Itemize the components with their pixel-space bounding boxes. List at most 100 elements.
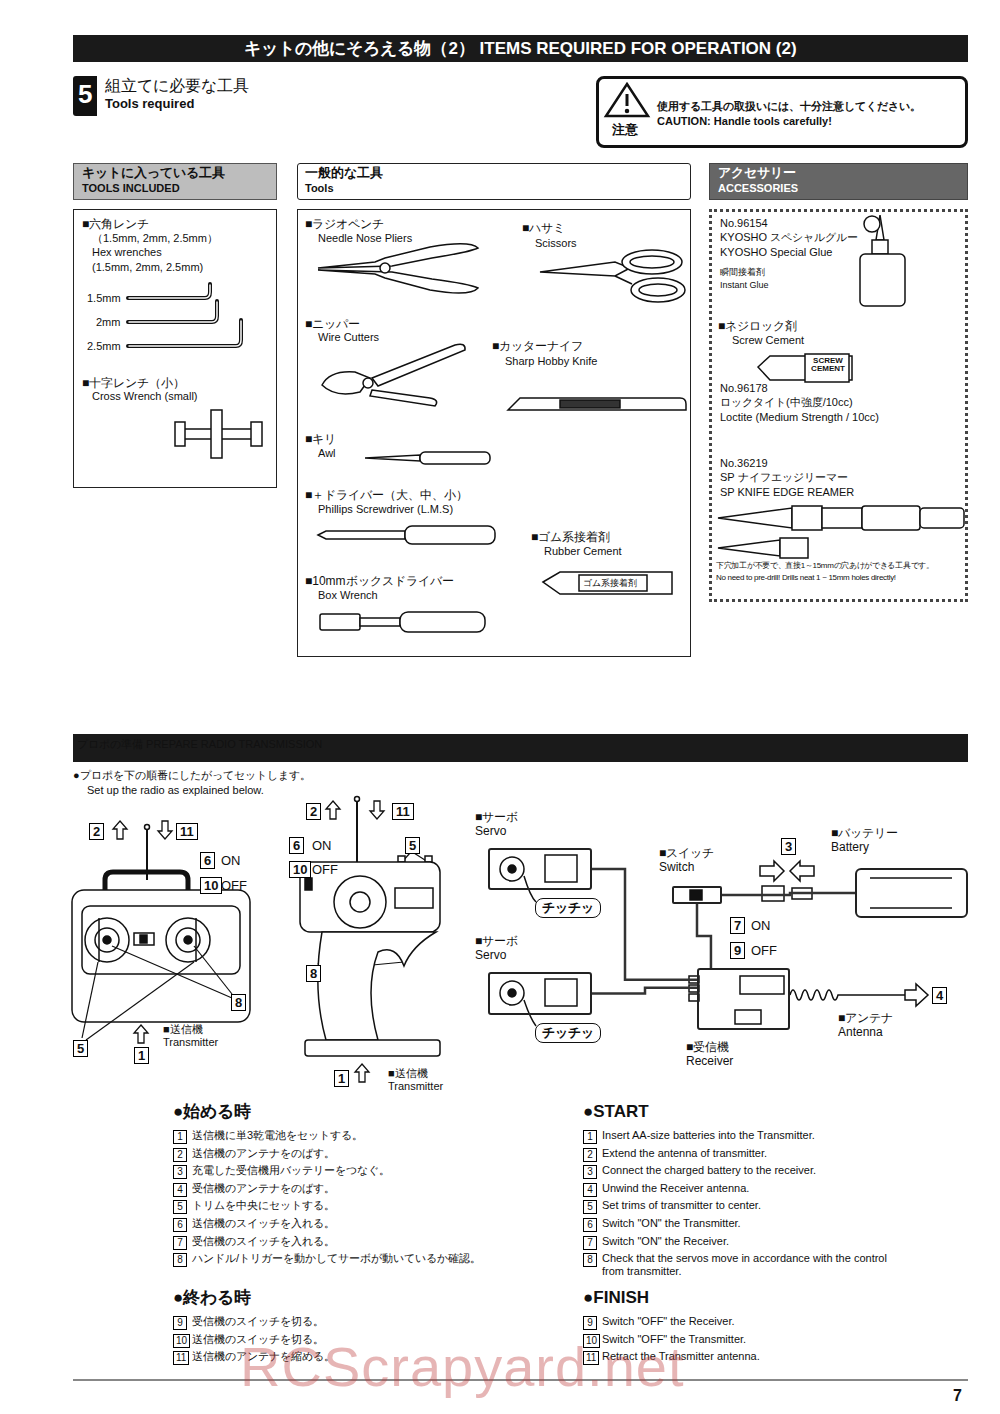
switch-and-plugs bbox=[760, 861, 784, 881]
node-text: Tools bbox=[305, 182, 334, 195]
label-text: ■送信機 Transmitter bbox=[388, 1067, 463, 1093]
callout-number: 6 bbox=[200, 852, 215, 869]
wire bbox=[697, 904, 711, 968]
caution-icon bbox=[626, 94, 629, 106]
node-text: ■10mmボックスドライバー bbox=[305, 574, 454, 588]
node-text: ■スイッチ Switch bbox=[659, 846, 725, 875]
node-text: No need to pre-drill! Drills neat 1 ~ 15… bbox=[716, 573, 896, 583]
node-text: 一般的な工具 bbox=[305, 166, 383, 181]
callout-arrows bbox=[370, 801, 384, 819]
panel-header: アクセサリーACCESSORIES bbox=[709, 163, 968, 200]
scissors bbox=[639, 284, 677, 296]
rubber-cement-tube bbox=[579, 575, 647, 591]
receiver-details bbox=[735, 1010, 761, 1024]
stick-transmitter bbox=[195, 918, 197, 962]
node-text: Hex wrenches bbox=[92, 246, 162, 259]
callout-number: 8 bbox=[583, 1253, 597, 1267]
sound-bubble: チッチッ bbox=[535, 1023, 601, 1043]
rubber-cement-tube bbox=[543, 572, 672, 594]
pistol-transmitter bbox=[305, 878, 312, 890]
reamer bbox=[780, 538, 808, 558]
stick-transmitter bbox=[103, 936, 111, 944]
label-text: 送信機のスイッチを入れる。 bbox=[192, 1217, 335, 1230]
caution-box: 注意使用する工具の取扱いには、十分注意してください。CAUTION: Handl… bbox=[596, 76, 968, 148]
label-text: Switch "ON" the Transmitter. bbox=[602, 1217, 741, 1230]
needle-nose-pliers bbox=[318, 244, 478, 293]
node-text: Awl bbox=[318, 447, 336, 460]
callout-number: 10 bbox=[200, 877, 222, 894]
label-text: Insert AA-size batteries into the Transm… bbox=[602, 1129, 815, 1142]
callout-number: 7 bbox=[583, 1236, 597, 1250]
label-text: Switch "ON" the Receiver. bbox=[602, 1235, 729, 1248]
node-text: 2.5mm bbox=[87, 340, 121, 353]
node-text: ■受信機 Receiver bbox=[686, 1040, 748, 1069]
label-text: 受信機のスイッチを切る。 bbox=[192, 1315, 324, 1328]
node-text: ■サーボ Servo bbox=[475, 810, 529, 839]
node-text: Screw Cement bbox=[732, 334, 804, 347]
node-text: SP ナイフエッジリーマー bbox=[720, 471, 848, 484]
tool-panel: ■六角レンチ（1.5mm, 2mm, 2.5mm）Hex wrenches(1.… bbox=[73, 209, 277, 488]
servo-details bbox=[500, 857, 524, 881]
label-text: ●終わる時 bbox=[173, 1288, 251, 1308]
antenna-coil bbox=[790, 984, 928, 1006]
callout-number: 1 bbox=[583, 1130, 597, 1144]
box-wrench bbox=[360, 618, 400, 626]
pistol-transmitter bbox=[355, 797, 360, 802]
node-text: No.96154 bbox=[720, 217, 768, 230]
box-wrench bbox=[320, 612, 485, 632]
node-text: (1.5mm, 2mm, 2.5mm) bbox=[92, 261, 203, 274]
callout-number: 10 bbox=[289, 861, 311, 878]
node-text: 使用する工具の取扱いには、十分注意してください。 bbox=[657, 100, 921, 113]
node-text: 瞬間接着剤 bbox=[720, 267, 765, 278]
cross-wrench bbox=[175, 422, 185, 446]
receiver-box: ■受信機 Receiver bbox=[697, 968, 790, 1030]
cross-wrench bbox=[175, 410, 262, 458]
node-text: ■ニッパー bbox=[305, 317, 360, 331]
node-text: Cross Wrench (small) bbox=[92, 390, 198, 403]
node-text: 2mm bbox=[96, 316, 120, 329]
callout-number: 11 bbox=[176, 823, 198, 840]
callout-number: 7 bbox=[173, 1236, 187, 1250]
label-text: OFF bbox=[751, 943, 777, 959]
awl bbox=[365, 452, 490, 464]
label-text: 受信機のスイッチを入れる。 bbox=[192, 1235, 335, 1248]
node-text: 注意 bbox=[612, 122, 638, 138]
hobby-knife bbox=[508, 398, 686, 410]
label-text: OFF bbox=[312, 862, 338, 878]
label-text: Check that the servos move in accordance… bbox=[602, 1252, 902, 1278]
reamer bbox=[718, 506, 964, 558]
stick-transmitter bbox=[98, 918, 100, 962]
node-text: No.36219 bbox=[720, 457, 768, 470]
hex-wrenches-inner bbox=[129, 285, 241, 346]
battery-details bbox=[870, 907, 952, 909]
switch-and-plugs bbox=[790, 861, 814, 881]
battery-details bbox=[870, 877, 952, 879]
wire-cutters bbox=[370, 390, 437, 406]
hex-wrenches bbox=[128, 301, 217, 322]
callout-number: 8 bbox=[306, 965, 321, 982]
reamer bbox=[920, 508, 964, 528]
servo-details bbox=[524, 1000, 536, 1026]
cross-wrench bbox=[211, 410, 222, 458]
label-text: Switch "OFF" the Receiver. bbox=[602, 1315, 735, 1328]
node-text: Scissors bbox=[535, 237, 577, 250]
servo-details bbox=[508, 989, 516, 997]
node-text: アクセサリー bbox=[718, 166, 796, 181]
pistol-transmitter bbox=[334, 876, 386, 928]
glue-bottle bbox=[872, 240, 888, 254]
node-text: ■カッターナイフ bbox=[492, 339, 583, 353]
label-text: ON bbox=[221, 853, 241, 869]
label-text: 送信機のアンテナをのばす。 bbox=[192, 1147, 335, 1160]
node-text: ■ゴム系接着剤 bbox=[531, 530, 610, 544]
hobby-knife bbox=[560, 400, 620, 408]
antenna-coil bbox=[905, 984, 928, 1006]
label-text: ON bbox=[751, 918, 771, 934]
reamer bbox=[862, 506, 920, 530]
node-text: Instant Glue bbox=[720, 280, 769, 291]
label-text: 受信機のアンテナをのばす。 bbox=[192, 1182, 335, 1195]
awl bbox=[365, 455, 420, 461]
antenna-coil bbox=[790, 990, 905, 1000]
callout-number: 11 bbox=[173, 1351, 189, 1365]
node-text: ■＋ドライバー（大、中、小） bbox=[305, 488, 468, 502]
header-band: キットの他にそろえる物（2） ITEMS REQUIRED FOR OPERAT… bbox=[73, 35, 968, 62]
